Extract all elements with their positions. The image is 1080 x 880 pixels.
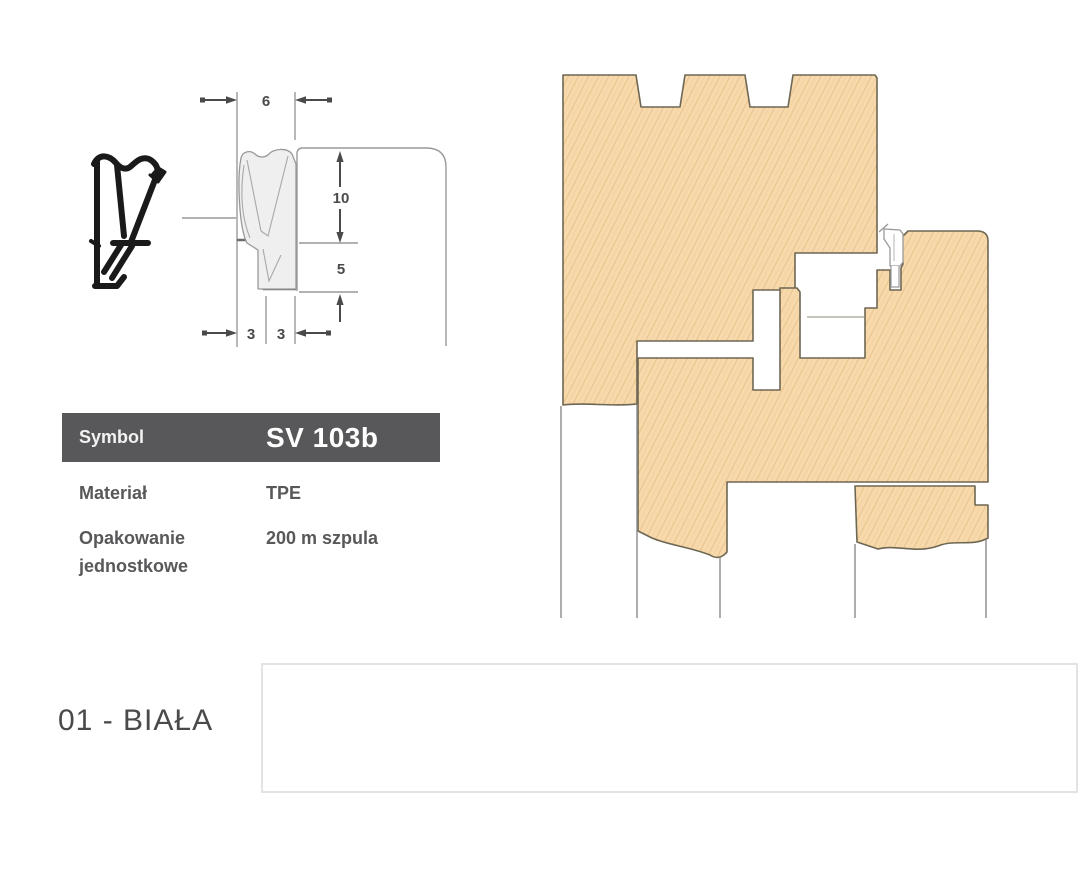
- material-row: Materiał TPE: [62, 479, 440, 507]
- material-value: TPE: [266, 483, 302, 503]
- dim-width-top: 6: [262, 93, 270, 110]
- dim-height-upper: 10: [333, 190, 350, 207]
- window-cross-section: [560, 74, 989, 618]
- dimension-arrows: [200, 96, 344, 337]
- dim-width-bottom-left: 3: [247, 326, 255, 343]
- break-lines: [560, 405, 987, 618]
- spec-header-row: Symbol SV 103b: [62, 413, 440, 462]
- packaging-row: Opakowanie jednostkowe 200 m szpula: [62, 524, 440, 580]
- sash-profile: [637, 230, 989, 559]
- sill-profile: [854, 485, 989, 551]
- packaging-label: Opakowanie jednostkowe: [62, 524, 266, 580]
- packaging-value: 200 m szpula: [266, 528, 379, 548]
- seal-outline: [238, 148, 297, 290]
- symbol-value: SV 103b: [266, 421, 379, 453]
- symbol-label: Symbol: [79, 427, 145, 447]
- dim-width-bottom-right: 3: [277, 326, 285, 343]
- spec-table: Symbol SV 103b Materiał TPE Opakowanie j…: [62, 413, 440, 580]
- color-swatch-white: [261, 663, 1078, 793]
- packaging-label-line2: jednostkowe: [79, 556, 189, 576]
- profile-dimension-drawing: 6 10 5 3 3: [89, 92, 447, 347]
- material-label: Materiał: [79, 483, 148, 503]
- frame-profile: [562, 74, 878, 406]
- seal-profile-icon: [89, 153, 167, 289]
- packaging-label-line1: Opakowanie: [79, 528, 186, 548]
- dimension-drawing-lines: [182, 92, 447, 347]
- color-variant-label: 01 - BIAŁA: [58, 704, 214, 737]
- dim-height-lower: 5: [337, 261, 345, 278]
- installed-seal: [878, 223, 904, 288]
